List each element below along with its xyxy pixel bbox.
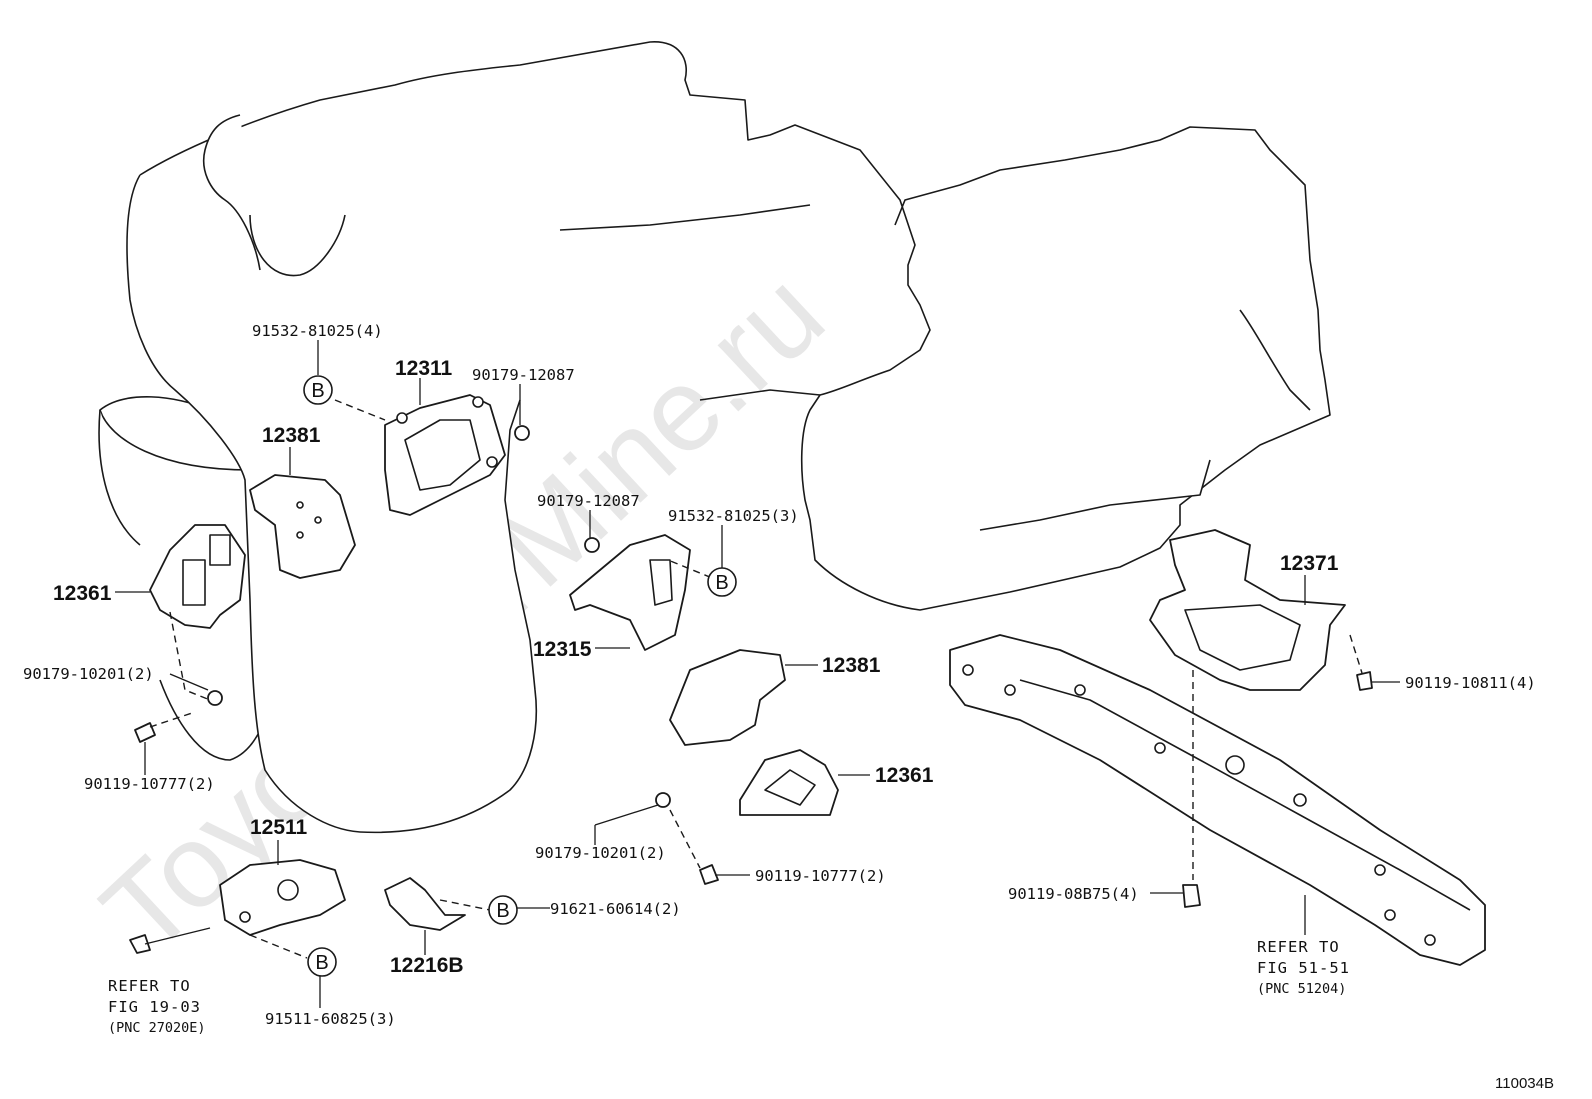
- label-90179-10201-a: 90179-10201(2): [23, 665, 154, 683]
- label-90179-10201-b: 90179-10201(2): [535, 844, 666, 862]
- svg-text:B: B: [715, 572, 728, 594]
- crossmember-outline: [949, 634, 1486, 966]
- label-12361-b: 12361: [875, 764, 934, 787]
- key-b-marker-4: B: [307, 947, 337, 977]
- part-12381-right: [669, 649, 786, 746]
- label-12315: 12315: [533, 638, 592, 661]
- part-12216b: [384, 877, 466, 931]
- label-90119-08b75-4: 90119-08B75(4): [1008, 885, 1139, 903]
- label-12381-a: 12381: [262, 424, 321, 447]
- svg-text:B: B: [315, 952, 328, 974]
- part-12361-left: [149, 524, 246, 629]
- part-12311: [384, 394, 506, 516]
- label-12216b: 12216B: [390, 954, 464, 977]
- part-12511: [219, 859, 346, 936]
- label-90119-10811-4: 90119-10811(4): [1405, 674, 1536, 692]
- key-b-marker-3: B: [488, 895, 518, 925]
- label-90119-10777-a: 90119-10777(2): [84, 775, 215, 793]
- label-90179-12087-b: 90179-12087: [537, 492, 640, 510]
- label-90119-10777-b: 90119-10777(2): [755, 867, 886, 885]
- part-12315: [569, 534, 691, 651]
- label-91532-81025-3: 91532-81025(3): [668, 507, 799, 525]
- label-91511-60825-3: 91511-60825(3): [265, 1010, 396, 1028]
- label-12511: 12511: [250, 816, 308, 839]
- assembly-lines: [149, 399, 1363, 959]
- svg-text:(PNC 27020E): (PNC 27020E): [108, 1020, 206, 1036]
- part-12381-left: [249, 474, 356, 579]
- svg-text:(PNC 51204): (PNC 51204): [1257, 981, 1346, 997]
- fastener-icons: [129, 425, 1373, 954]
- key-b-marker-2: B: [707, 567, 737, 597]
- svg-text:FIG 51-51: FIG 51-51: [1257, 959, 1350, 977]
- key-b-marker-1: B: [303, 375, 333, 405]
- figure-id: 110034B: [1495, 1075, 1554, 1092]
- label-91532-81025-4: 91532-81025(4): [252, 322, 383, 340]
- reference-note-right: REFER TO FIG 51-51 (PNC 51204): [1257, 938, 1350, 997]
- svg-text:REFER TO: REFER TO: [1257, 938, 1340, 956]
- reference-note-left: REFER TO FIG 19-03 (PNC 27020E): [108, 977, 206, 1036]
- label-12381-b: 12381: [822, 654, 881, 677]
- part-12371: [1149, 529, 1346, 691]
- part-12361-right: [739, 749, 839, 816]
- label-90179-12087-a: 90179-12087: [472, 366, 575, 384]
- label-12361-a: 12361: [53, 582, 112, 605]
- leader-lines: [115, 340, 1400, 1008]
- svg-text:FIG 19-03: FIG 19-03: [108, 998, 201, 1016]
- svg-text:B: B: [496, 900, 509, 922]
- label-12371: 12371: [1280, 552, 1339, 575]
- label-91621-60614-2: 91621-60614(2): [550, 900, 681, 918]
- svg-text:B: B: [311, 380, 324, 402]
- svg-text:REFER TO: REFER TO: [108, 977, 191, 995]
- label-12311: 12311: [395, 357, 453, 380]
